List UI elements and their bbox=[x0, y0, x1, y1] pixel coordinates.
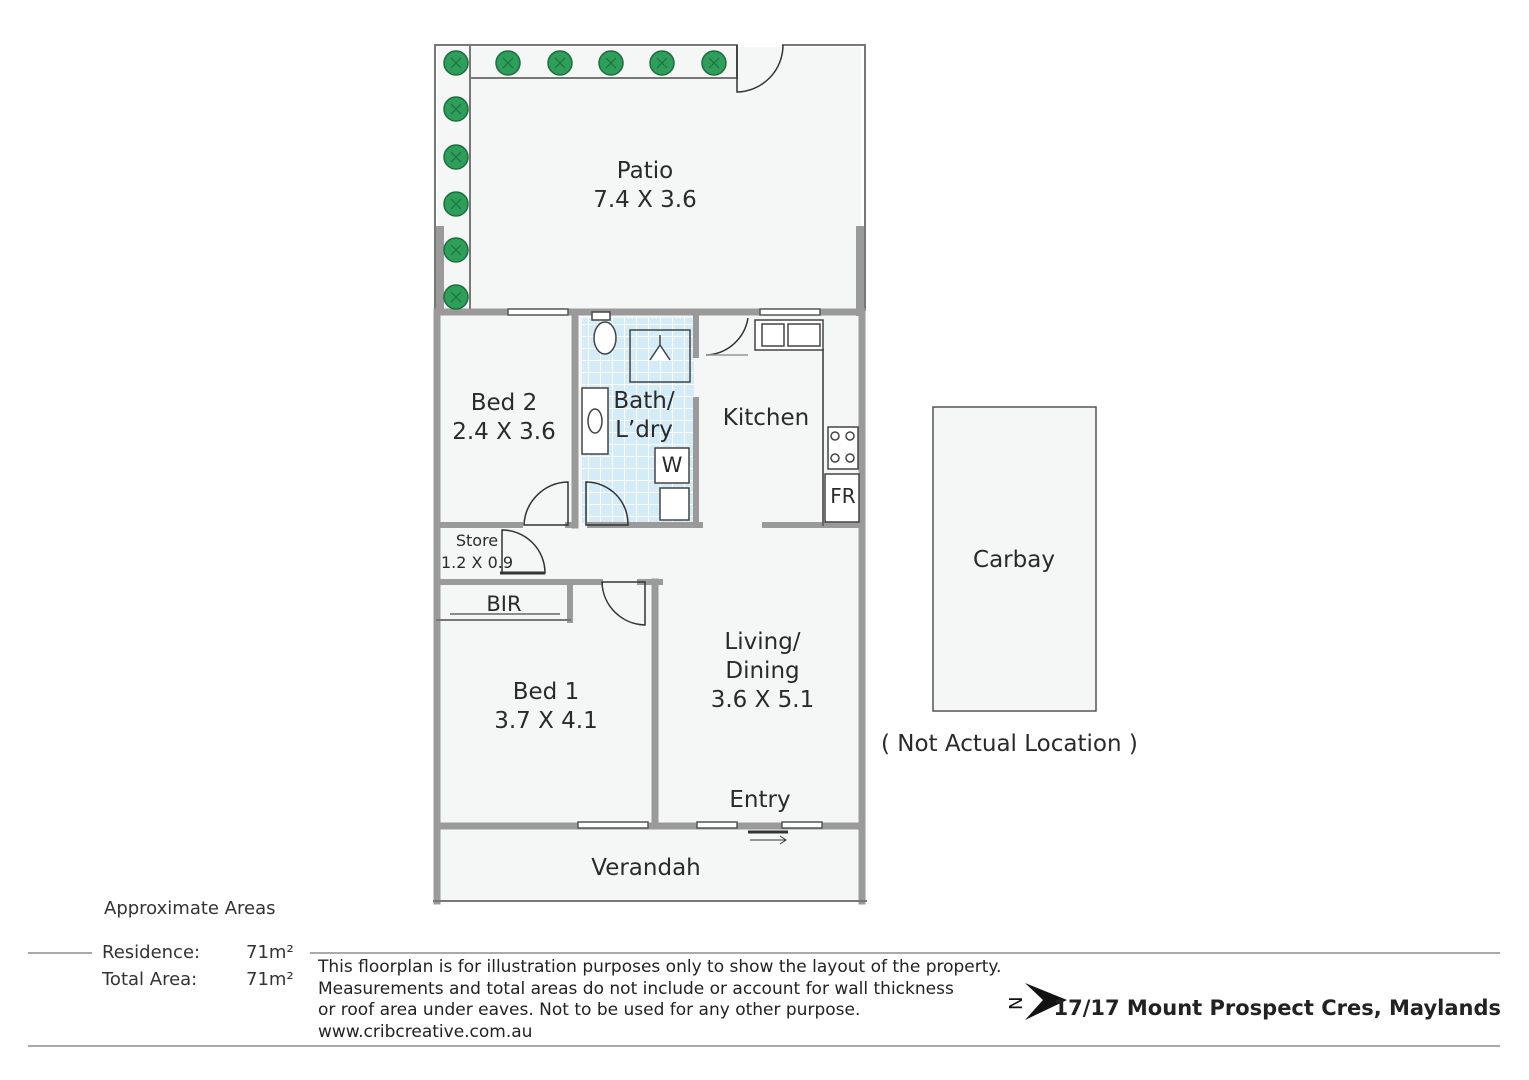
plant-leaf-mark bbox=[502, 57, 514, 69]
bath-fixtures bbox=[581, 311, 691, 521]
north-arrow-icon: N bbox=[1006, 983, 1067, 1020]
areas-residence-value: 71m² bbox=[246, 942, 294, 963]
plant-leaf-mark bbox=[656, 57, 668, 69]
plant-leaf-mark bbox=[450, 57, 462, 69]
room-living: Living/ Dining 3.6 X 5.1 bbox=[690, 628, 835, 714]
toilet-cistern bbox=[591, 311, 611, 321]
plant-leaf-mark bbox=[450, 151, 462, 163]
plant-leaf-mark bbox=[708, 57, 720, 69]
property-address: 17/17 Mount Prospect Cres, Maylands bbox=[1053, 996, 1501, 1020]
areas-residence-label: Residence: bbox=[102, 942, 201, 963]
carbay-outline bbox=[932, 406, 1097, 712]
room-bir: BIR bbox=[474, 591, 534, 617]
room-entry: Entry bbox=[710, 786, 810, 815]
room-patio-name: Patio bbox=[616, 158, 674, 184]
room-bath-name-1: Bath/ bbox=[613, 388, 675, 414]
plant-leaf-mark bbox=[450, 198, 462, 210]
website-link[interactable]: www.cribcreative.com.au bbox=[318, 1021, 533, 1042]
plant-leaf-mark bbox=[450, 244, 462, 256]
room-verandah-name: Verandah bbox=[591, 855, 701, 881]
walls bbox=[433, 44, 867, 905]
washer-label: W bbox=[661, 453, 683, 477]
areas-total-value: 71m² bbox=[246, 969, 294, 990]
room-bed2-name: Bed 2 bbox=[470, 390, 538, 416]
room-store-dims: 1.2 X 0.9 bbox=[440, 552, 514, 572]
disclaimer-line: Measurements and total areas do not incl… bbox=[318, 978, 954, 999]
dryer bbox=[659, 487, 690, 521]
carbay-note: ( Not Actual Location ) bbox=[881, 731, 1138, 757]
disclaimer-line: or roof area under eaves. Not to be used… bbox=[318, 1000, 861, 1020]
room-store-name: Store bbox=[455, 531, 499, 550]
room-store: Store 1.2 X 0.9 bbox=[438, 530, 516, 573]
room-bir-name: BIR bbox=[486, 592, 522, 616]
room-verandah: Verandah bbox=[566, 854, 726, 883]
plant-leaf-mark bbox=[554, 57, 566, 69]
room-kitchen-name: Kitchen bbox=[722, 405, 810, 431]
floor-areas bbox=[437, 47, 1097, 901]
room-patio-dims: 7.4 X 3.6 bbox=[593, 186, 697, 213]
areas-total-label: Total Area: bbox=[102, 969, 198, 990]
room-bed2-dims: 2.4 X 3.6 bbox=[452, 418, 556, 445]
room-carbay-name: Carbay bbox=[973, 547, 1055, 573]
garden-plants bbox=[443, 50, 727, 310]
room-living-name-2: Dining bbox=[725, 657, 800, 684]
room-patio: Patio 7.4 X 3.6 bbox=[560, 157, 730, 215]
room-carbay: Carbay bbox=[944, 546, 1084, 575]
fridge-space bbox=[824, 473, 860, 523]
room-living-name-1: Living/ bbox=[724, 629, 801, 655]
disclaimer: This floorplan is for illustration purpo… bbox=[318, 957, 1001, 1043]
toilet-bowl bbox=[593, 321, 617, 355]
disclaimer-line: This floorplan is for illustration purpo… bbox=[318, 957, 1002, 977]
kitchen-fixtures bbox=[754, 319, 860, 523]
room-living-dims: 3.6 X 5.1 bbox=[710, 686, 815, 713]
washer bbox=[654, 447, 690, 484]
room-bed2: Bed 2 2.4 X 3.6 bbox=[444, 389, 564, 447]
room-bath-name-2: L’dry bbox=[615, 416, 673, 443]
room-kitchen: Kitchen bbox=[706, 404, 826, 433]
room-entry-name: Entry bbox=[729, 787, 791, 813]
room-bed1-name: Bed 1 bbox=[512, 679, 580, 705]
room-bed1: Bed 1 3.7 X 4.1 bbox=[476, 678, 616, 736]
room-bath: Bath/ L’dry bbox=[600, 387, 688, 445]
plant-leaf-mark bbox=[605, 57, 617, 69]
plant-leaf-mark bbox=[450, 291, 462, 303]
patio-right-boundary bbox=[782, 44, 866, 311]
room-bed1-dims: 3.7 X 4.1 bbox=[494, 707, 598, 734]
fridge-label: FR bbox=[830, 484, 856, 508]
shower bbox=[629, 329, 691, 383]
compass-letter: N bbox=[1006, 997, 1027, 1010]
areas-heading: Approximate Areas bbox=[104, 898, 276, 919]
plant-leaf-mark bbox=[450, 103, 462, 115]
windows bbox=[507, 308, 823, 829]
